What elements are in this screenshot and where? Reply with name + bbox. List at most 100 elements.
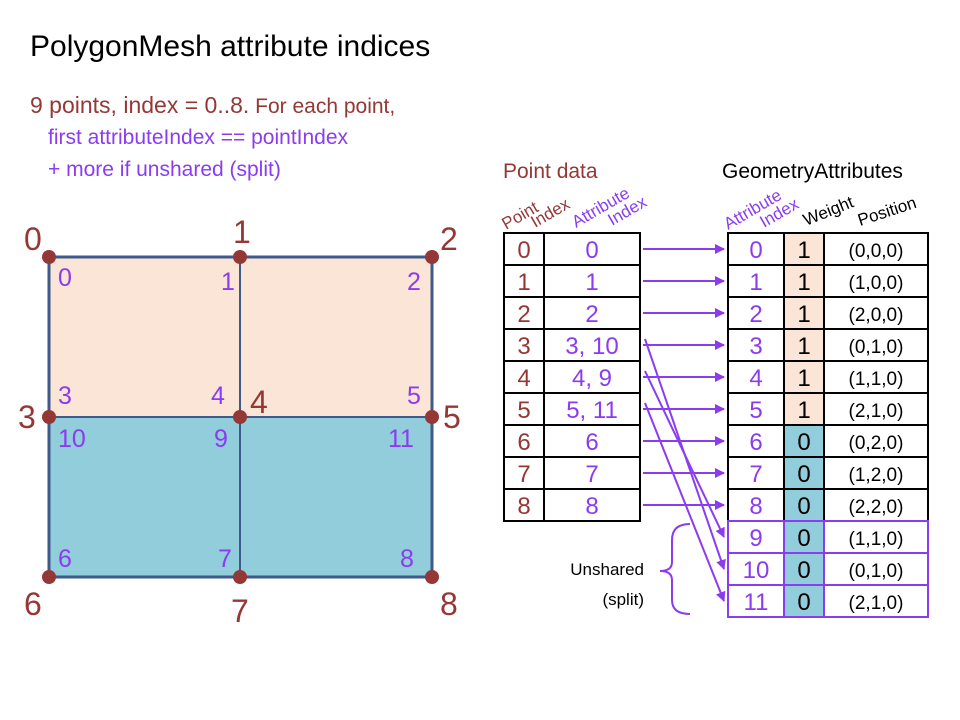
geometry-index-cell — [727, 424, 785, 458]
unshared-label-line-1: Unshared — [570, 560, 644, 579]
geometry-table-row: 10 0 (0,1,0) — [727, 552, 929, 586]
point-index-value: 8 — [517, 493, 530, 520]
point-attr-value: 5, 11 — [566, 397, 618, 424]
geometry-position-value: (0,1,0) — [849, 561, 904, 582]
point-attr-cell — [543, 264, 641, 298]
point-index-value: 6 — [517, 429, 530, 456]
geometry-index-value: 0 — [749, 237, 762, 264]
geometry-table-row: 3 1 (0,1,0) — [727, 328, 929, 362]
subtitle-points-text: 9 points, index = 0..8. — [30, 92, 250, 118]
point-attr-cell — [543, 488, 641, 522]
geometry-table-row: 9 0 (1,1,0) — [727, 520, 929, 554]
point-label: 3 — [18, 399, 36, 435]
point-index-cell — [503, 232, 545, 266]
point-index-value: 1 — [517, 269, 530, 296]
point-index-header-line-2: Index — [528, 194, 574, 231]
geometry-index-value: 4 — [749, 365, 762, 392]
point-attr-value: 4, 9 — [572, 365, 612, 392]
geometry-weight-value: 0 — [797, 525, 810, 552]
page-title: PolygonMesh attribute indices — [30, 30, 431, 63]
attribute-label: 10 — [58, 425, 86, 453]
point-attr-value: 7 — [585, 461, 598, 488]
vertex-dots — [42, 250, 439, 584]
geometry-weight-cell — [783, 424, 825, 458]
geometry-weight-cell — [783, 456, 825, 490]
attribute-label: 9 — [214, 425, 228, 453]
attribute-label: 7 — [218, 545, 232, 573]
geometry-weight-cell — [783, 520, 825, 554]
point-index-value: 7 — [517, 461, 530, 488]
geometry-position-cell — [823, 552, 929, 586]
vertex-dot — [233, 250, 247, 264]
geometry-weight-value: 0 — [797, 589, 810, 616]
attribute-labels: 0 1 2 3 4 5 10 9 11 6 7 8 — [58, 264, 421, 573]
vertex-dot — [42, 250, 56, 264]
point-labels: 0 1 2 3 4 5 6 7 8 — [18, 214, 461, 629]
geometry-index-cell — [727, 520, 785, 554]
geometry-index-value: 10 — [743, 557, 770, 584]
geometry-index-value: 3 — [749, 333, 762, 360]
geometry-weight-header: Weight — [800, 192, 856, 229]
geometry-position-value: (0,1,0) — [849, 337, 904, 358]
geometry-position-value: (2,0,0) — [849, 305, 904, 326]
geometry-weight-value: 1 — [797, 269, 810, 296]
point-attr-value: 2 — [585, 301, 598, 328]
mapping-arrow — [644, 402, 726, 602]
vertex-dot — [233, 570, 247, 584]
attribute-label: 4 — [211, 382, 225, 410]
geometry-position-value: (1,1,0) — [849, 369, 904, 390]
geometry-weight-cell — [783, 296, 825, 330]
point-attr-cell — [543, 328, 641, 362]
geometry-weight-value: 0 — [797, 461, 810, 488]
point-index-value: 5 — [517, 397, 530, 424]
geometry-weight-cell — [783, 584, 825, 618]
unshared-label-line-2: (split) — [602, 590, 644, 609]
geometry-position-cell — [823, 264, 929, 298]
geometry-position-value: (1,1,0) — [849, 529, 904, 550]
geometry-index-value: 11 — [744, 589, 769, 616]
point-label: 1 — [233, 214, 251, 250]
geometry-index-value: 1 — [749, 269, 762, 296]
subtitle-line-1: 9 points, index = 0..8. For each point, — [30, 92, 395, 119]
geometry-position-cell — [823, 488, 929, 522]
geometry-index-value: 7 — [749, 461, 762, 488]
geometry-position-value: (2,1,0) — [849, 593, 904, 614]
point-index-value: 2 — [517, 301, 530, 328]
geometry-position-cell — [823, 520, 929, 554]
subtitle-each-point-text: For each point, — [249, 95, 396, 118]
geometry-index-value: 9 — [749, 525, 762, 552]
point-index-cell — [503, 360, 545, 394]
vertex-dot — [42, 410, 56, 424]
geometry-weight-value: 1 — [797, 333, 810, 360]
point-attr-cell — [543, 456, 641, 490]
mapping-arrows — [643, 244, 726, 602]
geometry-weight-value: 1 — [797, 365, 810, 392]
geometry-weight-value: 1 — [797, 397, 810, 424]
point-label: 4 — [250, 384, 268, 420]
point-attr-value: 8 — [585, 493, 598, 520]
geometry-weight-value: 0 — [797, 429, 810, 456]
geometry-table-row: 4 1 (1,1,0) — [727, 360, 929, 394]
attribute-label: 1 — [221, 268, 235, 296]
geometry-position-cell — [823, 424, 929, 458]
geometry-weight-value: 0 — [797, 557, 810, 584]
geometry-position-value: (1,0,0) — [849, 273, 904, 294]
attribute-label: 0 — [58, 264, 72, 292]
attribute-label: 2 — [407, 268, 421, 296]
point-attr-value: 0 — [585, 237, 598, 264]
geometry-index-cell — [727, 584, 785, 618]
geometry-index-value: 8 — [749, 493, 762, 520]
